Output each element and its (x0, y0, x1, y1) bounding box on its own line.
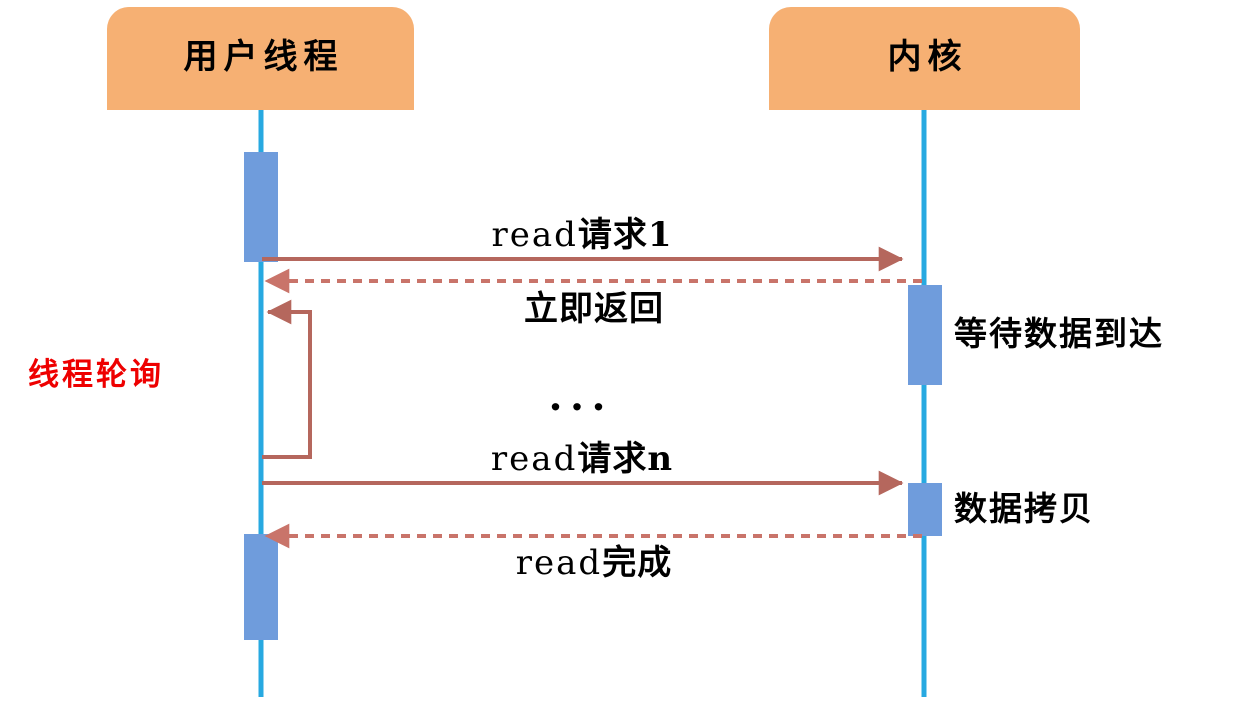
participant-label-kernel: 内核 (887, 37, 968, 77)
activation-kernel-copy (908, 483, 942, 536)
participant-box-kernel (769, 7, 1080, 110)
note-wait-data: 等待数据到达 (954, 314, 1164, 353)
message-label-read-complete-cjk: 完成 (602, 543, 673, 583)
message-label-read-request-n-latin: read (490, 439, 578, 479)
self-message-thread-polling (262, 299, 312, 459)
activation-user-1 (244, 152, 278, 262)
note-data-copy: 数据拷贝 (954, 489, 1094, 528)
participant-label-user-thread: 用户线程 (183, 37, 344, 77)
message-label-read-request-1-cjk: 请求1 (577, 215, 673, 255)
message-label-read-request-1-latin: read (491, 215, 578, 255)
message-label-read-request-n: read请求n (262, 442, 902, 477)
message-label-read-request-n-cjk: 请求n (577, 439, 674, 479)
message-label-read-complete-latin: read (515, 543, 603, 583)
message-label-return-immediately: 立即返回 (524, 289, 664, 329)
participant-box-user-thread (107, 7, 414, 110)
note-thread-polling: 线程轮询 (28, 357, 164, 393)
activation-user-2 (244, 534, 278, 640)
message-label-read-complete: read完成 (266, 546, 922, 581)
message-label-ellipsis: ... (549, 369, 615, 420)
activation-kernel-wait (908, 285, 942, 385)
message-label-read-request-1: read请求1 (262, 218, 902, 253)
